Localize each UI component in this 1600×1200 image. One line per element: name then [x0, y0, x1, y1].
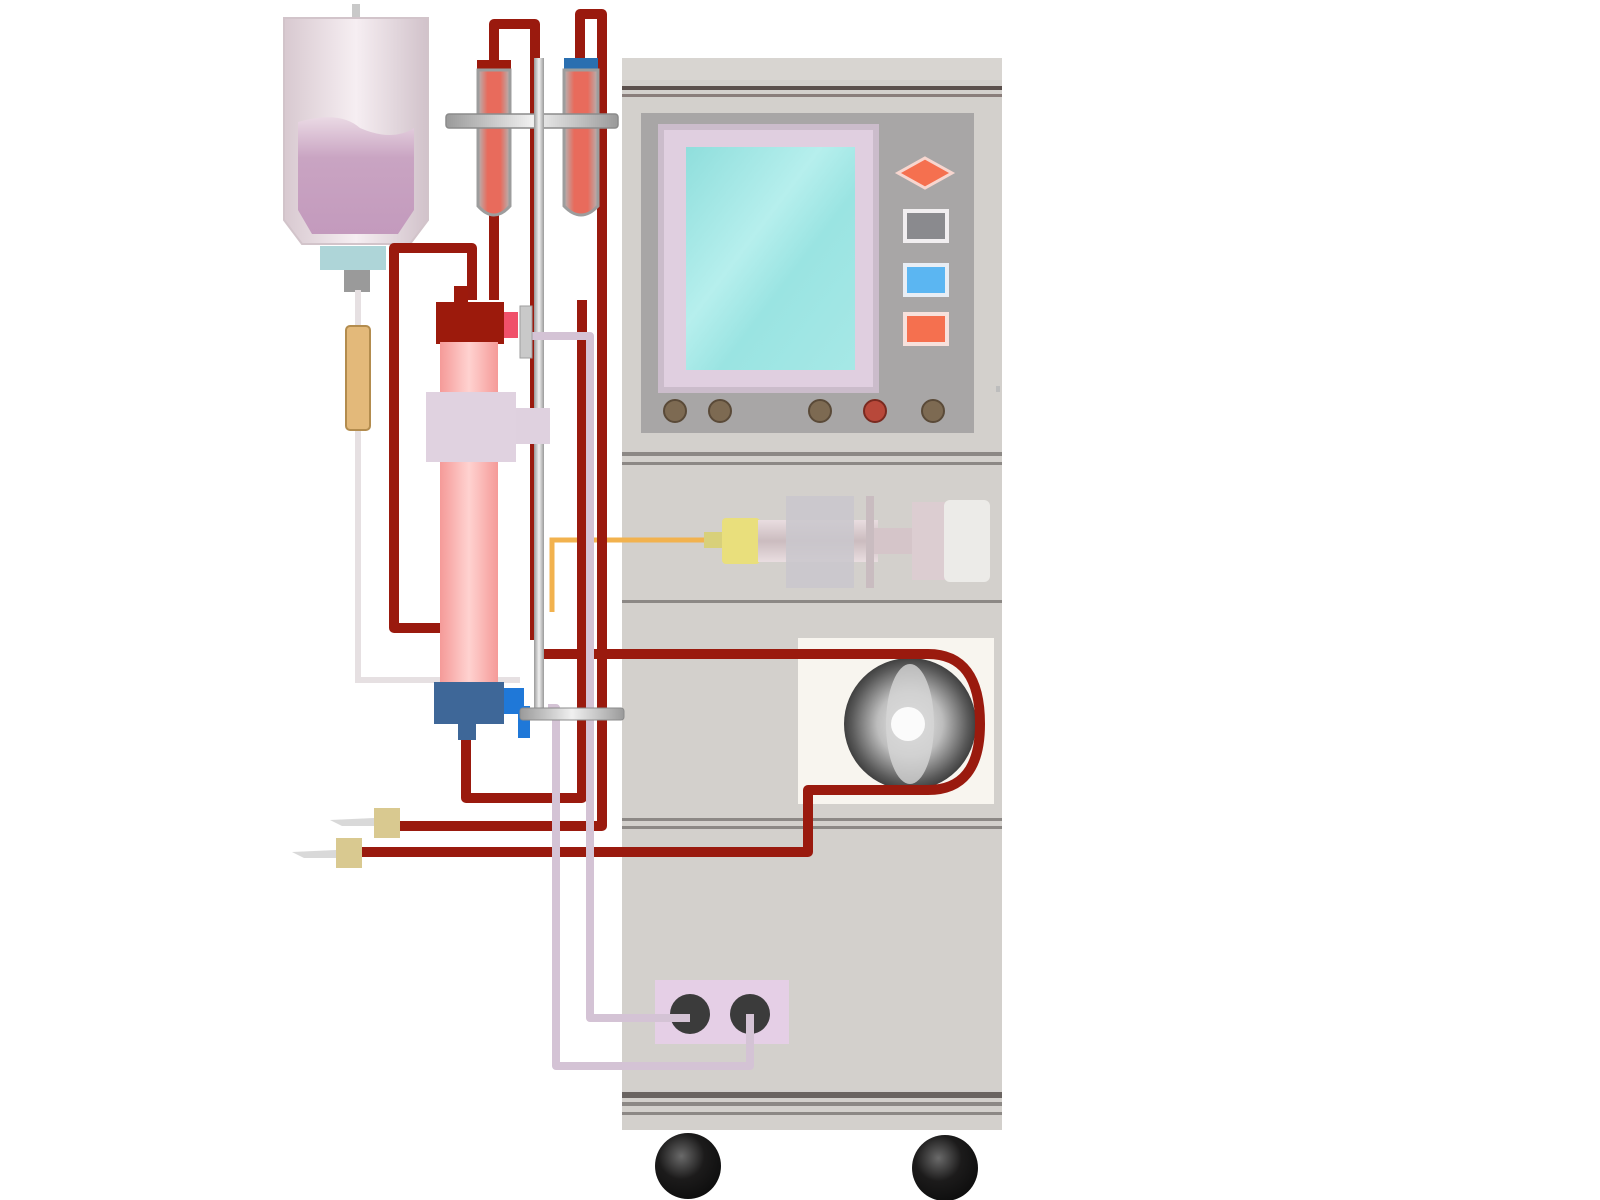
display-screen — [686, 147, 855, 370]
round-knob-icon[interactable] — [921, 399, 945, 423]
saline-bag — [283, 4, 429, 292]
control-panel — [641, 113, 974, 433]
drip-chamber — [345, 325, 371, 431]
square-button-icon[interactable] — [903, 263, 949, 297]
heparin-line — [549, 537, 712, 612]
round-knob-icon[interactable] — [708, 399, 732, 423]
heparin-syringe-pump — [549, 496, 990, 612]
square-button-icon[interactable] — [903, 312, 949, 346]
wheels — [655, 1133, 978, 1200]
square-button-icon[interactable] — [903, 209, 949, 243]
arterial-drip-chamber — [476, 60, 512, 217]
clamp-bar — [445, 113, 619, 129]
arterial-needle — [292, 838, 362, 868]
venous-drip-chamber — [562, 58, 600, 217]
round-knob-icon[interactable] — [863, 399, 887, 423]
venous-needle — [330, 808, 400, 838]
wheel-left — [655, 1133, 721, 1199]
round-knob-icon[interactable] — [808, 399, 832, 423]
dialysate-ports — [655, 980, 789, 1044]
wheel-right — [912, 1135, 978, 1200]
diamond-indicator-icon — [894, 156, 956, 190]
support-rod — [534, 58, 544, 718]
round-knob-icon[interactable] — [663, 399, 687, 423]
